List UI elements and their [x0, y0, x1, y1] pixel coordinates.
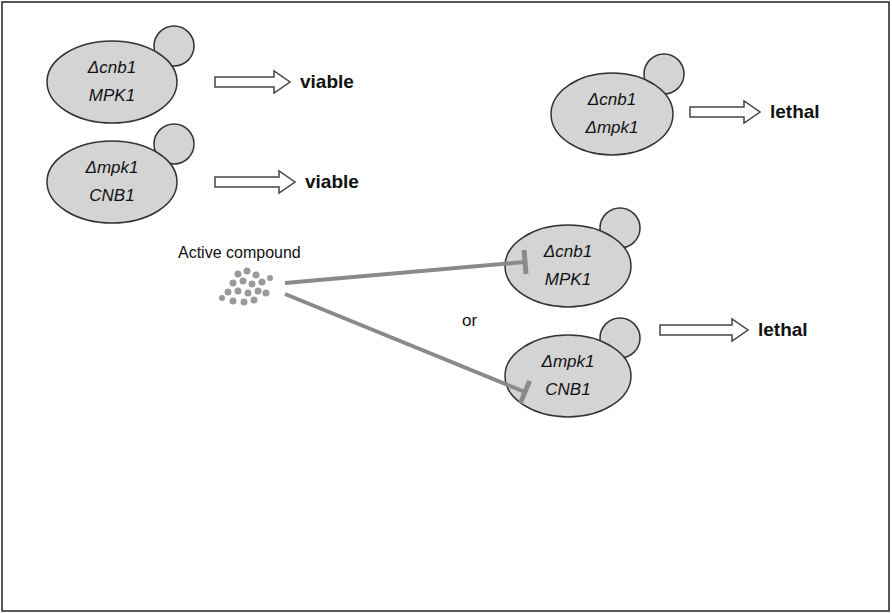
- cell-outline: [46, 140, 178, 224]
- gene-name: Δmpk1: [86, 158, 139, 178]
- gene-name: Δmpk1: [586, 118, 639, 138]
- yeast-cell: Δmpk1CNB1: [504, 334, 632, 418]
- outcome-label: lethal: [770, 101, 820, 123]
- outcome-label: lethal: [758, 319, 808, 341]
- cell-outline: [46, 40, 178, 124]
- inhibition-line: [285, 294, 525, 392]
- gene-name: MPK1: [545, 270, 591, 290]
- yeast-cell: Δcnb1MPK1: [46, 40, 178, 124]
- gene-name: Δcnb1: [588, 90, 636, 110]
- cell-outline: [504, 334, 632, 418]
- gene-name: MPK1: [89, 86, 135, 106]
- gene-name: CNB1: [545, 380, 590, 400]
- cell-outline: [550, 72, 674, 156]
- yeast-cell: Δmpk1CNB1: [46, 140, 178, 224]
- note-label: Active compound: [178, 244, 301, 262]
- outcome-label: viable: [305, 171, 359, 193]
- gene-name: Δcnb1: [544, 242, 592, 262]
- compound-dots: [219, 268, 273, 306]
- gene-name: CNB1: [89, 186, 134, 206]
- yeast-cell: Δcnb1Δmpk1: [550, 72, 674, 156]
- gene-name: Δcnb1: [88, 58, 136, 78]
- gene-name: Δmpk1: [542, 352, 595, 372]
- inhibition-bar: [520, 381, 529, 403]
- outcome-label: viable: [300, 71, 354, 93]
- note-label: or: [462, 311, 477, 331]
- inhibition-line: [285, 262, 525, 283]
- inhibition-bar: [524, 250, 526, 274]
